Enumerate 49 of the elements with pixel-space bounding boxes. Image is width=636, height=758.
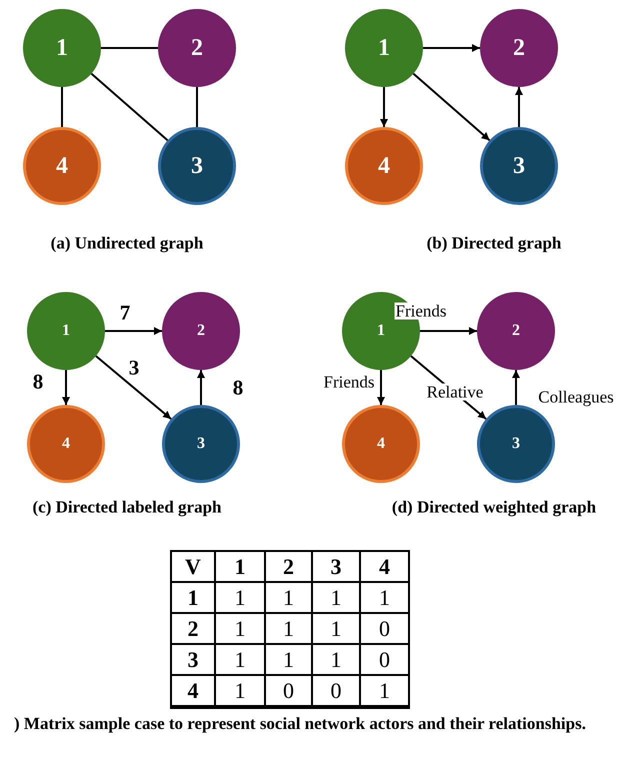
table-cell: 1 [216,645,266,676]
table-cell: 1 [216,583,266,614]
edge-label: Friends [394,302,448,320]
connector-line [101,47,158,49]
connector-line [196,87,198,127]
table-cell: 0 [361,645,408,676]
edge-label: Relative [426,384,484,400]
table-cell: 0 [313,676,361,707]
table-cell: 1 [313,645,361,676]
arrow [377,370,385,405]
table-cell: 1 [313,583,361,614]
subfigure-caption: (c) Directed labeled graph [32,498,222,516]
table-header-cell: 4 [172,676,216,707]
arrow [62,370,70,405]
table-cell: 0 [266,676,313,707]
table-header-cell: 1 [216,552,266,583]
table-cell: 1 [313,614,361,645]
table-cell: 1 [216,614,266,645]
table-cell: 1 [361,676,408,707]
arrow [197,370,205,405]
table-cell: 1 [216,676,266,707]
table-header-cell: 2 [266,552,313,583]
table-cell: 1 [266,583,313,614]
arrow [380,87,388,127]
table-header-cell: 3 [313,552,361,583]
table-cell: 0 [361,614,408,645]
table-cell: 1 [361,583,408,614]
connector-line [61,87,63,127]
arrow [412,72,490,142]
table-cell: 1 [266,645,313,676]
table-header-cell: 4 [361,552,408,583]
subfigure-caption: (a) Undirected graph [50,234,204,252]
arrow [515,87,523,127]
table-header-cell: 1 [172,583,216,614]
table-header-cell: 3 [172,645,216,676]
arrow [423,44,480,52]
subfigure-caption: (b) Directed graph [426,234,562,252]
arrow [420,327,477,335]
arrow [512,370,520,405]
figure-caption: ) Matrix sample case to represent social network actors and their relationships. [13,713,587,734]
subfigure-caption: (d) Directed weighted graph [392,498,596,516]
connector-line [90,72,168,142]
table-header-cell: 2 [172,614,216,645]
arrow [105,327,162,335]
arrow [95,355,172,420]
edge-label: Friends [322,374,376,390]
edge-label: Colleagues [537,388,615,406]
table-cell: 1 [266,614,313,645]
table-header-cell: V [172,552,216,583]
